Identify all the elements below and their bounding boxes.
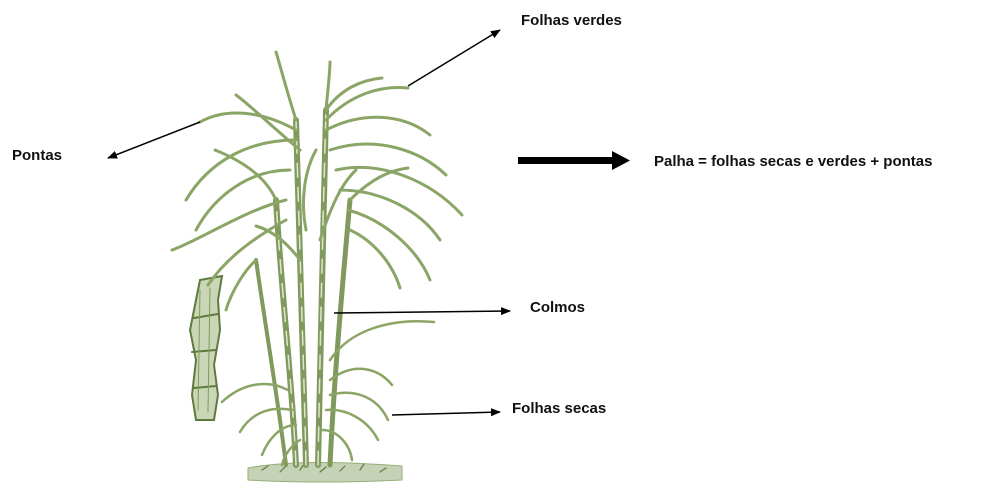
- arrow-folhas-verdes: [408, 30, 500, 86]
- green-leaves: [172, 52, 462, 310]
- label-palha-definition: Palha = folhas secas e verdes + pontas: [654, 153, 932, 170]
- arrow-folhas-secas: [392, 412, 500, 415]
- bold-right-arrow: [518, 151, 630, 170]
- dry-leaves: [222, 321, 434, 465]
- ground: [248, 462, 402, 482]
- label-folhas-secas: Folhas secas: [512, 400, 606, 417]
- label-folhas-verdes: Folhas verdes: [521, 12, 622, 29]
- annotation-arrows: [108, 30, 510, 415]
- stalks: [256, 110, 350, 465]
- label-pontas: Pontas: [12, 147, 62, 164]
- sugarcane-illustration: [172, 52, 462, 482]
- cut-stalk-piece: [190, 276, 222, 420]
- label-colmos: Colmos: [530, 299, 585, 316]
- arrow-colmos: [334, 311, 510, 313]
- arrow-pontas: [108, 122, 200, 158]
